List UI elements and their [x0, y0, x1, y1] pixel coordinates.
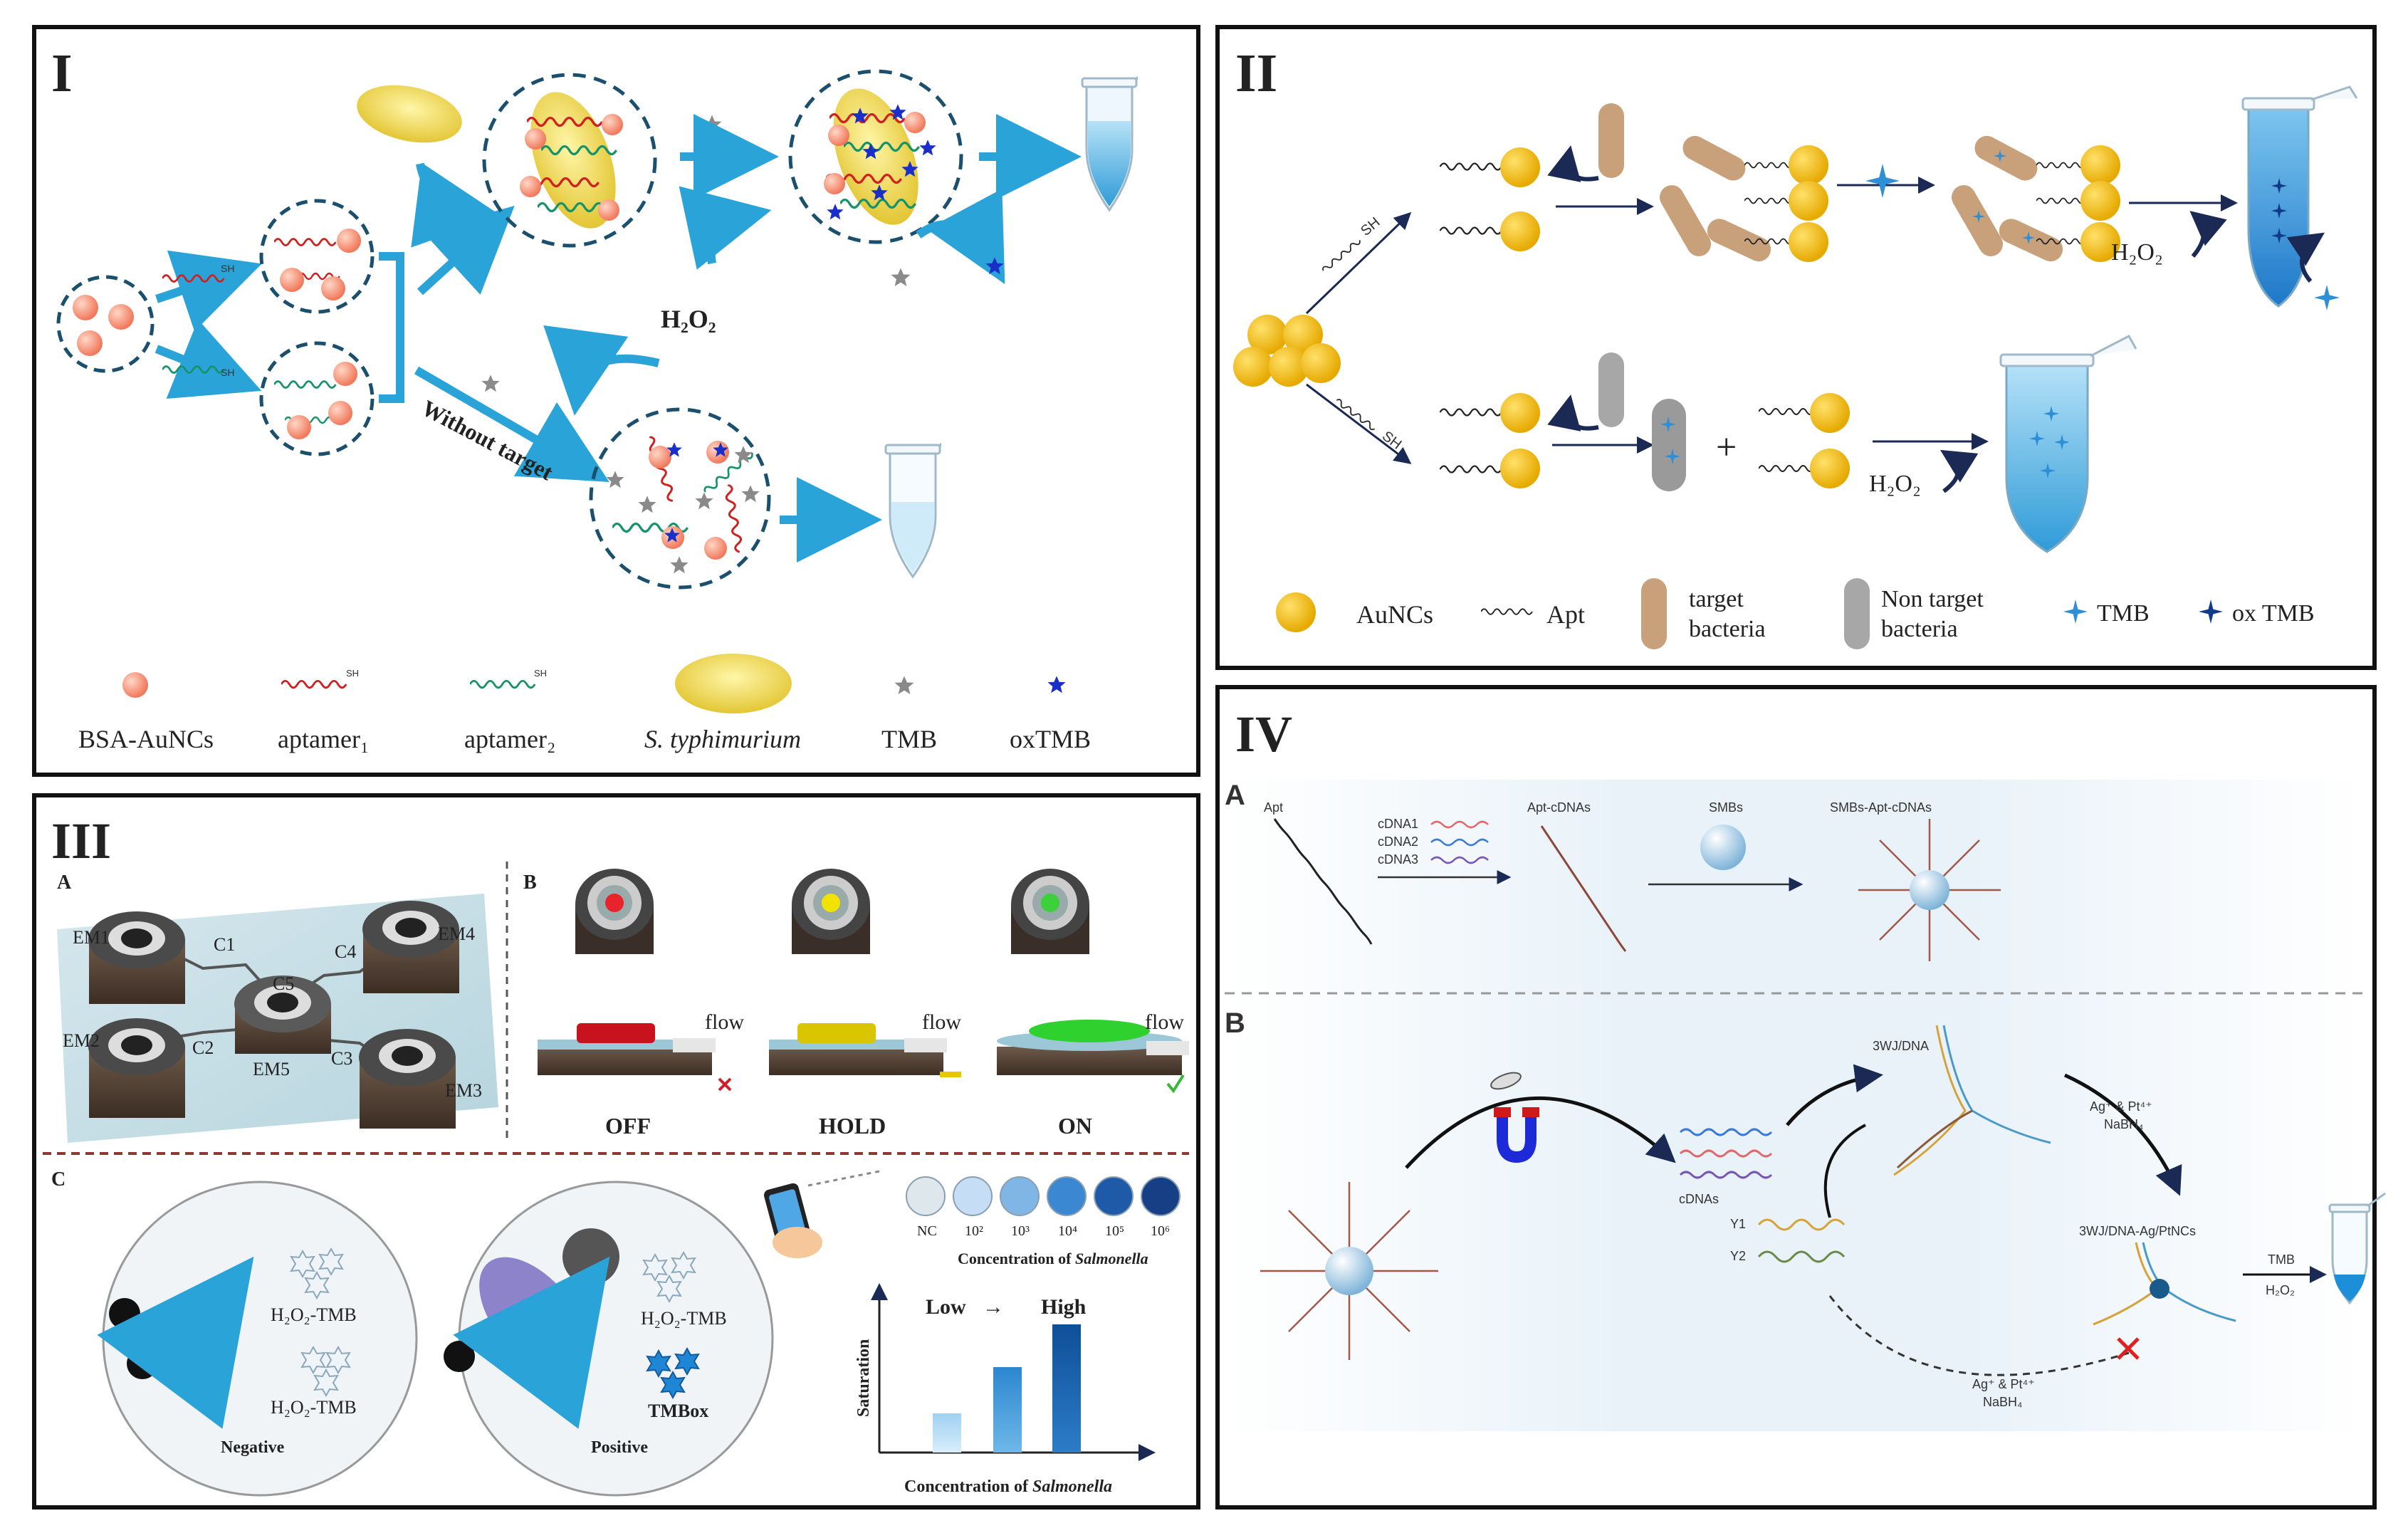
chip-label-c2: C2 [192, 1037, 214, 1058]
chip-label-c1: C1 [214, 934, 235, 955]
h2o2-tmb-neg-top: H₂O₂-TMB [271, 1304, 357, 1325]
flow-label: flow [705, 1010, 744, 1034]
smbs-label: SMBs [1709, 800, 1743, 815]
legend-aptamer2: aptamer₂ [464, 725, 555, 753]
scale-swatch-4 [1094, 1176, 1134, 1216]
ag-pt-label-bottom: Ag⁺ & Pt⁴⁺ [1972, 1377, 2035, 1391]
tmbox-label: TMBox [648, 1401, 708, 1421]
scale-caption: Concentration of Salmonella [958, 1250, 1148, 1267]
legend-bsa-auncs: BSA-AuNCs [78, 725, 214, 753]
h2o2-bottom-label: H₂O₂ [1869, 471, 1921, 497]
chip-label-em1: EM1 [73, 927, 110, 948]
sub-a-label: A [57, 872, 72, 894]
ag-pt-label: Ag⁺ & Pt⁴⁺ [2090, 1099, 2152, 1114]
chip-label-em4: EM4 [438, 924, 475, 944]
legend-s-typhimurium: S. typhimurium [644, 725, 801, 753]
3wj-ag-pt-label: 3WJ/DNA-Ag/PtNCs [2079, 1224, 2196, 1238]
chip-label-em2: EM2 [63, 1030, 100, 1051]
legend-tmb: TMB [881, 725, 937, 753]
sh-label: SH [534, 668, 547, 679]
scale-swatch-5 [1141, 1176, 1181, 1216]
scale-label-1e4: 10⁴ [1058, 1223, 1077, 1239]
sub-c-label: C [51, 1168, 66, 1191]
cdna2-label: cDNA2 [1378, 834, 1418, 849]
legend-tmb: TMB [2097, 600, 2150, 627]
apt-label: Apt [1264, 800, 1283, 815]
chart-axis-caption: Concentration of Salmonella [904, 1477, 1112, 1496]
scale-swatch-1 [953, 1176, 993, 1216]
chip-label-em5: EM5 [253, 1059, 290, 1079]
panel-2: II SH SH H₂O₂ [1215, 25, 2377, 670]
positive-label: Positive [591, 1438, 648, 1457]
scale-label-nc: NC [917, 1223, 937, 1239]
h2o2-tmb-pos: H₂O₂-TMB [641, 1308, 727, 1329]
y1-label: Y1 [1730, 1217, 1746, 1231]
saturation-label: Saturation [854, 1339, 873, 1417]
legend-oxtmb: oxTMB [1010, 725, 1091, 753]
scale-label-1e6: 10⁶ [1151, 1223, 1170, 1239]
arrow-glyph: → [983, 1295, 1004, 1319]
flow-label: flow [1145, 1010, 1184, 1034]
apt-cdnas-label: Apt-cDNAs [1527, 800, 1591, 815]
smbs-apt-cdnas-label: SMBs-Apt-cDNAs [1830, 800, 1932, 815]
sub-b-label: B [1225, 1008, 1245, 1039]
panel-1-label: I [51, 43, 73, 103]
sh-label: SH [346, 668, 359, 679]
scale-swatch-2 [1000, 1176, 1040, 1216]
chip-label-em3: EM3 [445, 1080, 482, 1101]
plus-sign: + [1716, 427, 1737, 468]
nabh4-label-bottom: NaBH₄ [1983, 1395, 2022, 1409]
h2o2-label: H₂O₂ [2266, 1283, 2295, 1297]
scale-label-1e5: 10⁵ [1105, 1223, 1124, 1239]
legend-nontarget-line1: Non target [1881, 586, 1984, 612]
state-on: ON [1058, 1113, 1092, 1139]
legend-nontarget-line2: bacteria [1881, 616, 1958, 642]
cdna3-label: cDNA3 [1378, 852, 1418, 867]
negative-label: Negative [221, 1438, 285, 1457]
panel-1: I SH SH Without target H₂O₂ [32, 25, 1200, 777]
scale-label-1e3: 10³ [1011, 1223, 1030, 1239]
flow-label: flow [922, 1010, 961, 1034]
panel-2-label: II [1235, 43, 1277, 103]
h2o2-tmb-neg-bottom: H₂O₂-TMB [271, 1397, 357, 1418]
scale-label-1e2: 10² [965, 1223, 983, 1239]
panel-3: III A B C EM1 C1 C5 C4 EM4 EM2 C2 EM5 C3… [32, 793, 1200, 1510]
cdnas-label: cDNAs [1679, 1192, 1719, 1206]
chip-label-c4: C4 [335, 941, 356, 962]
legend-target-line1: target [1689, 586, 1744, 612]
legend-oxtmb: ox TMB [2232, 600, 2315, 627]
tmb-label: TMB [2268, 1252, 2295, 1267]
low-label: Low [926, 1295, 966, 1319]
chip-label-c5: C5 [273, 973, 294, 994]
scale-swatch-0 [906, 1176, 946, 1216]
state-off: OFF [605, 1113, 651, 1139]
chip-label-c3: C3 [331, 1048, 352, 1069]
sh-label: SH [221, 263, 234, 274]
h2o2-label: H₂O₂ [661, 305, 716, 333]
panel-3-label: III [51, 812, 111, 869]
cdna1-label: cDNA1 [1378, 817, 1418, 831]
sub-b-label: B [523, 872, 537, 894]
legend-aptamer1: aptamer₁ [278, 725, 369, 753]
legend-auncs: AuNCs [1356, 600, 1433, 629]
scale-swatch-3 [1047, 1176, 1087, 1216]
legend-target-line2: bacteria [1689, 616, 1766, 642]
sub-a-label: A [1225, 780, 1245, 811]
nabh4-label: NaBH₄ [2104, 1117, 2143, 1131]
high-label: High [1041, 1295, 1087, 1319]
3wj-dna-label: 3WJ/DNA [1873, 1039, 1929, 1053]
panel-4: IV A B Apt cDNA1 cDNA2 cDNA3 Apt-cDNAs S… [1215, 685, 2386, 1510]
panel-4-label: IV [1235, 706, 1292, 763]
legend-apt: Apt [1546, 600, 1585, 629]
state-hold: HOLD [819, 1113, 886, 1139]
y2-label: Y2 [1730, 1249, 1746, 1263]
h2o2-top-label: H₂O₂ [2111, 239, 2163, 266]
sh-label: SH [221, 367, 234, 378]
color-scale [906, 1176, 1181, 1216]
